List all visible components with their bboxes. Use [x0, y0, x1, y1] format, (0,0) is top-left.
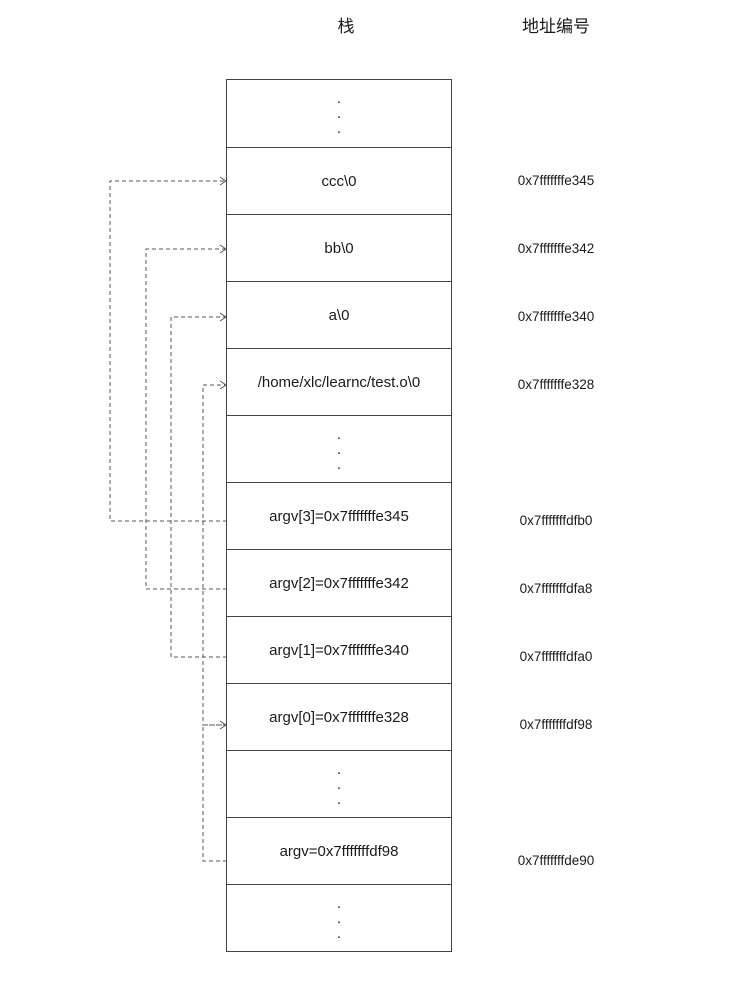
address-header: 地址编号	[522, 17, 590, 37]
stack-cell: argv[1]=0x7fffffffe340	[227, 616, 451, 683]
address-label: 0x7fffffffdfb0	[519, 513, 593, 528]
dot: .	[336, 105, 342, 122]
address-label: 0x7fffffffde90	[517, 853, 595, 868]
ellipsis-cell: ...	[227, 80, 451, 147]
stack-cell: argv=0x7fffffffdf98	[227, 817, 451, 884]
dot: .	[336, 790, 342, 808]
arrowhead-icon	[219, 380, 227, 390]
stack-header: 栈	[337, 17, 355, 37]
address-label: 0x7fffffffdf98	[519, 717, 593, 732]
stack-cell: argv[2]=0x7fffffffe342	[227, 549, 451, 616]
pointer-line	[170, 316, 227, 658]
stack-table: ... ccc\0 bb\0 a\0/home/xlc/learnc/test.o\0…	[226, 79, 452, 952]
stack-cell: ccc\0	[227, 147, 451, 214]
dot: .	[336, 440, 342, 458]
pointer-line	[202, 384, 227, 726]
dot: .	[336, 924, 342, 942]
arrowhead-icon	[219, 720, 227, 730]
dot: .	[336, 775, 342, 793]
ellipsis-cell: ...	[227, 750, 451, 817]
pointer-line	[202, 724, 227, 862]
arrowhead-icon	[219, 244, 227, 254]
address-label: 0x7fffffffdfa8	[519, 581, 593, 596]
arrowhead-icon	[219, 176, 227, 186]
stack-cell: bb\0	[227, 214, 451, 281]
pointer-line	[109, 180, 227, 522]
stack-cell-label: argv[2]=0x7fffffffe342	[269, 574, 409, 592]
stack-cell: argv[3]=0x7fffffffe345	[227, 482, 451, 549]
dot: .	[336, 90, 342, 107]
address-label: 0x7fffffffe328	[517, 377, 595, 392]
stack-cell-label: argv=0x7fffffffdf98	[279, 842, 399, 860]
address-label: 0x7fffffffe342	[517, 241, 595, 256]
dot: .	[336, 120, 342, 137]
dot: .	[336, 455, 342, 473]
dot: .	[336, 425, 342, 443]
dot: .	[336, 894, 342, 912]
stack-cell-label: a\0	[328, 306, 350, 324]
pointer-line	[145, 248, 227, 590]
address-label: 0x7fffffffe340	[517, 309, 595, 324]
arrowhead-icon	[219, 312, 227, 322]
ellipsis-cell: ...	[227, 415, 451, 482]
ellipsis-cell: ...	[227, 884, 451, 951]
stack-cell-label: argv[3]=0x7fffffffe345	[269, 507, 409, 525]
address-label: 0x7fffffffe345	[517, 173, 595, 188]
dot: .	[336, 909, 342, 927]
address-label: 0x7fffffffdfa0	[519, 649, 593, 664]
stack-cell-label: bb\0	[324, 239, 354, 257]
stack-cell: argv[0]=0x7fffffffe328	[227, 683, 451, 750]
stack-cell-label: argv[1]=0x7fffffffe340	[269, 641, 409, 659]
stack-cell: /home/xlc/learnc/test.o\0	[227, 348, 451, 415]
stack-cell-label: /home/xlc/learnc/test.o\0	[257, 373, 421, 391]
stack-cell: a\0	[227, 281, 451, 348]
stack-cell-label: ccc\0	[321, 172, 357, 190]
stack-cell-label: argv[0]=0x7fffffffe328	[269, 708, 409, 726]
dot: .	[336, 760, 342, 778]
